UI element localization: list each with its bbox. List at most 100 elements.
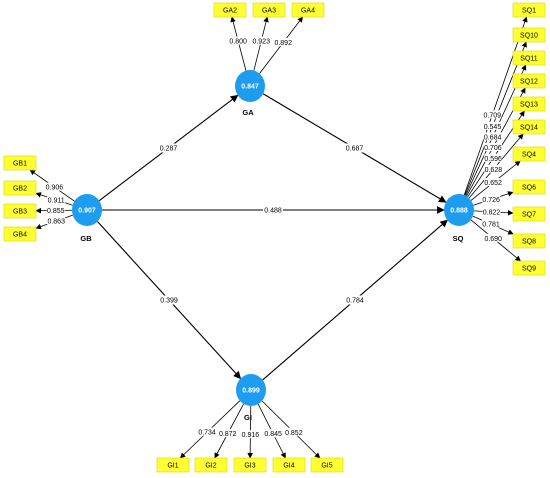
loading-arrow-sq10 — [464, 41, 527, 196]
indicator-box-sq7[interactable] — [512, 206, 546, 222]
construct-node-gi[interactable] — [236, 374, 266, 406]
loading-label-bg — [45, 182, 64, 191]
indicator-box-sq9[interactable] — [512, 260, 546, 276]
indicator-box-gi1[interactable] — [156, 457, 190, 473]
loading-value-ga2: 0.800 — [229, 39, 247, 46]
indicator-box-sq4[interactable] — [512, 146, 546, 162]
loading-value-sq10: 0.545 — [484, 124, 502, 131]
loading-label-bg — [482, 219, 501, 228]
loading-arrow-sq1 — [463, 16, 528, 196]
indicator-box-ga2[interactable] — [213, 2, 247, 18]
indicator-label-sq8: SQ8 — [522, 239, 536, 246]
loading-label-bg — [218, 429, 237, 438]
indicator-label-sq13: SQ13 — [520, 102, 538, 109]
loading-label-bg — [46, 205, 65, 214]
loading-label-bg — [482, 207, 501, 216]
loading-label-bg — [483, 121, 502, 130]
indicator-label-sq11: SQ11 — [520, 56, 537, 63]
loading-label-bg — [484, 178, 503, 187]
construct-r2-gi: 0.899 — [242, 388, 260, 395]
indicator-label-sq9: SQ9 — [522, 266, 536, 273]
indicator-label-sq6: SQ6 — [522, 185, 536, 192]
loading-value-sq12: 0.706 — [484, 145, 502, 152]
path-coefficient-bg — [344, 143, 365, 153]
loading-value-sq14: 0.628 — [485, 167, 503, 174]
loading-label-bg — [484, 233, 503, 242]
loading-label-bg — [483, 132, 502, 141]
indicator-box-sq14[interactable] — [512, 119, 546, 135]
loading-value-gi2: 0.872 — [219, 431, 237, 438]
indicator-label-gi5: GI5 — [321, 463, 332, 470]
indicator-box-sq11[interactable] — [512, 50, 546, 66]
loading-label-bg — [229, 36, 248, 45]
loading-value-gi1: 0.734 — [198, 430, 216, 437]
indicator-label-gb1: GB1 — [13, 161, 27, 168]
loading-label-bg — [274, 37, 293, 46]
loading-label-bg — [482, 194, 501, 203]
loading-value-gb3: 0.855 — [47, 208, 65, 215]
indicator-box-sq10[interactable] — [512, 27, 546, 43]
indicator-label-sq14: SQ14 — [520, 125, 538, 132]
indicator-box-sq8[interactable] — [512, 233, 546, 249]
indicator-label-gi1: GI1 — [167, 463, 178, 470]
loading-value-gb1: 0.906 — [46, 185, 64, 192]
indicator-box-gi5[interactable] — [310, 457, 344, 473]
path-coefficient-bg — [263, 205, 283, 215]
construct-r2-sq: 0.888 — [450, 208, 468, 215]
indicator-box-gb1[interactable] — [3, 155, 37, 171]
loading-label-bg — [47, 216, 66, 225]
loading-value-ga3: 0.923 — [252, 39, 270, 46]
construct-r2-ga: 0.847 — [241, 84, 259, 91]
construct-name-sq: SQ — [453, 234, 464, 243]
indicator-box-sq1[interactable] — [512, 2, 546, 18]
construct-node-ga[interactable] — [235, 70, 265, 102]
indicator-box-ga3[interactable] — [252, 2, 286, 18]
loading-label-bg — [252, 36, 271, 45]
indicator-box-gb3[interactable] — [3, 203, 37, 219]
indicator-label-gi4: GI4 — [283, 463, 294, 470]
construct-name-gi: GI — [244, 413, 252, 422]
indicator-label-sq7: SQ7 — [522, 212, 536, 219]
indicator-box-sq13[interactable] — [512, 96, 546, 112]
indicator-box-ga4[interactable] — [291, 2, 325, 18]
path-coefficient-gb-gi: 0.399 — [160, 298, 178, 305]
path-coefficient-gb-sq: 0.488 — [264, 208, 282, 215]
loading-value-gi5: 0.852 — [285, 430, 303, 437]
loading-value-sq7: 0.822 — [483, 209, 501, 216]
nodes-layer — [3, 2, 546, 473]
construct-node-sq[interactable] — [444, 194, 474, 226]
path-coefficient-bg — [159, 295, 179, 305]
loading-label-bg — [483, 110, 502, 119]
indicator-label-sq4: SQ4 — [522, 152, 536, 159]
loading-value-sq9: 0.690 — [484, 236, 502, 243]
indicator-box-gb4[interactable] — [3, 226, 37, 242]
loading-value-sq1: 0.709 — [484, 112, 502, 119]
path-coefficient-gi-sq: 0.784 — [346, 298, 364, 305]
loading-label-bg — [483, 142, 502, 151]
indicator-box-gi3[interactable] — [233, 457, 267, 473]
indicator-box-sq6[interactable] — [512, 179, 546, 195]
indicator-box-sq12[interactable] — [512, 73, 546, 89]
loading-value-sq6: 0.726 — [482, 197, 500, 204]
indicator-box-gi2[interactable] — [194, 457, 228, 473]
loading-value-gb2: 0.911 — [48, 197, 65, 204]
indicator-label-sq1: SQ1 — [522, 8, 536, 15]
construct-node-gb[interactable] — [72, 194, 102, 226]
indicator-label-gi2: GI2 — [205, 463, 216, 470]
loading-label-bg — [484, 164, 503, 173]
loading-label-bg — [198, 427, 217, 436]
construct-name-gb: GB — [80, 234, 92, 243]
indicator-label-gb3: GB3 — [13, 209, 27, 216]
indicator-box-gb2[interactable] — [3, 180, 37, 196]
indicator-label-gb2: GB2 — [13, 186, 27, 193]
indicator-label-ga2: GA2 — [223, 8, 237, 15]
indicator-box-gi4[interactable] — [272, 457, 306, 473]
loading-label-bg — [241, 430, 260, 439]
loading-value-sq8: 0.781 — [482, 222, 500, 229]
indicator-label-sq10: SQ10 — [520, 33, 538, 40]
construct-name-ga: GA — [242, 108, 254, 117]
labels-layer: GA20.800GA30.923GA40.892GB10.906GB20.911… — [13, 8, 538, 470]
loading-value-gi4: 0.845 — [264, 431, 282, 438]
path-coefficient-ga-sq: 0.687 — [346, 146, 364, 153]
